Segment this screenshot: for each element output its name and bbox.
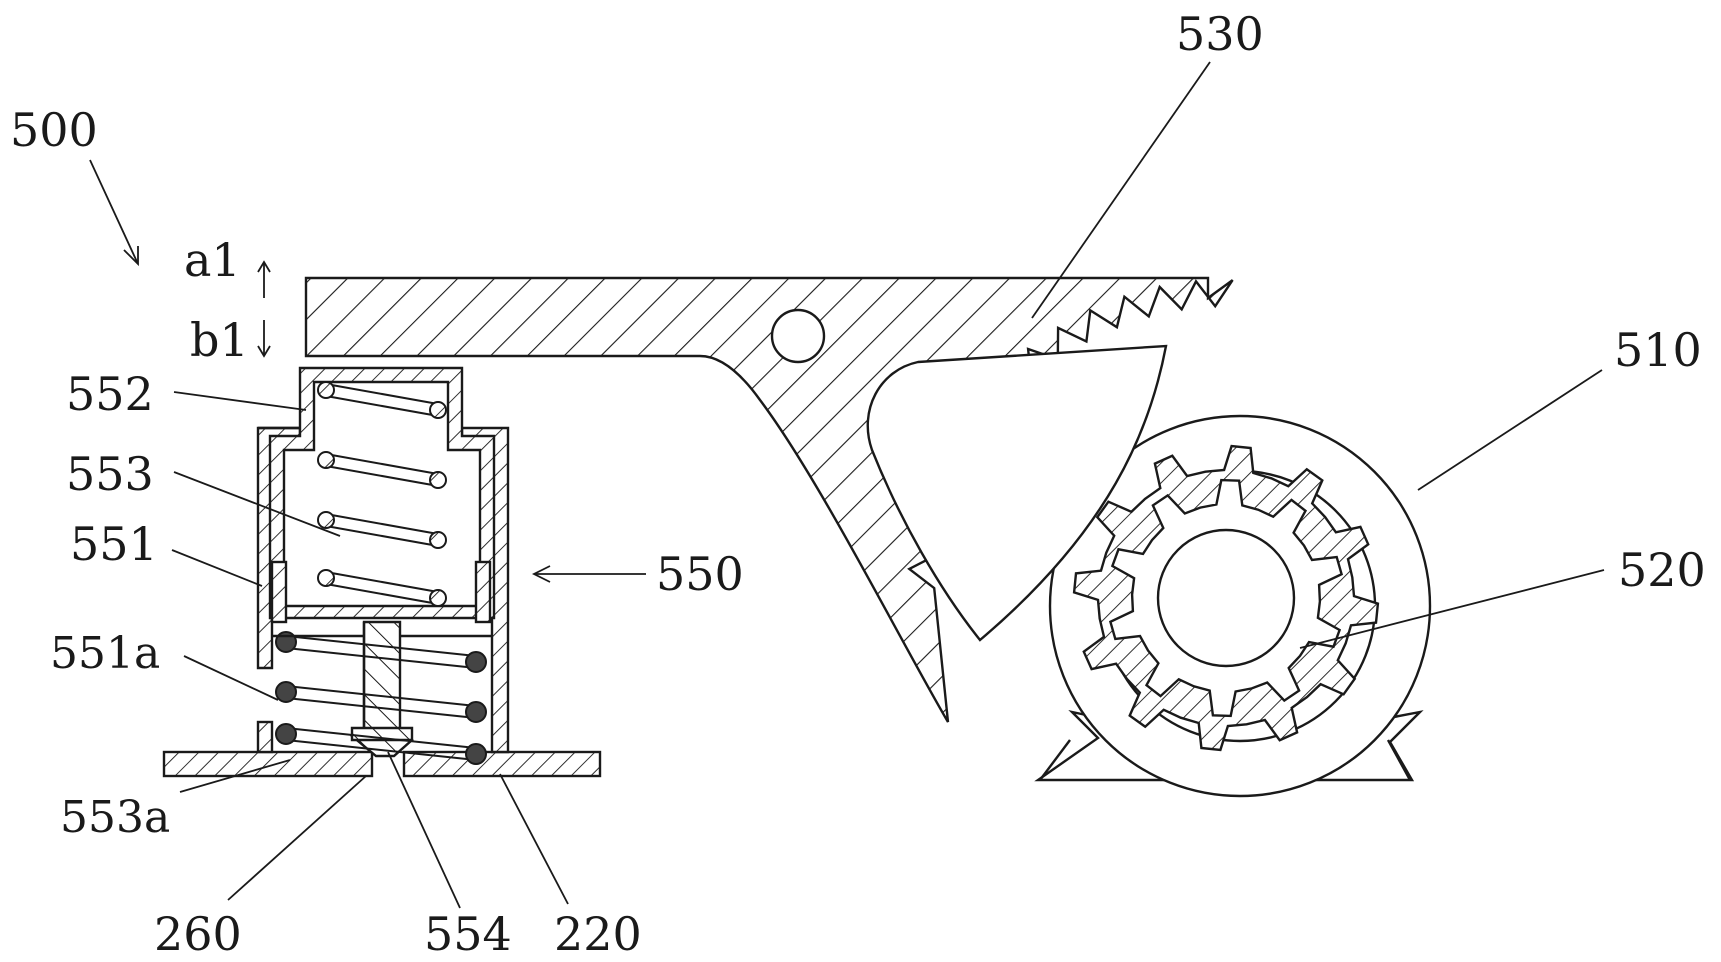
spring-coil-line <box>325 525 439 547</box>
leader-lines <box>89 61 1605 909</box>
spring-coil-section <box>317 569 335 587</box>
spring-coil-section <box>465 651 487 673</box>
label-530: 530 <box>1176 7 1264 61</box>
label-520: 520 <box>1618 543 1706 597</box>
label-500: 500 <box>10 103 98 157</box>
spring-coil-line <box>285 727 477 749</box>
lever <box>304 276 1234 723</box>
spring-coil-section <box>429 401 447 419</box>
label-553a: 553a <box>60 792 170 843</box>
spring-coil-line <box>325 583 439 605</box>
label-552: 552 <box>66 367 154 421</box>
gear <box>1072 444 1380 752</box>
spring-coil-line <box>285 635 477 657</box>
label-220: 220 <box>554 907 642 961</box>
label-551: 551 <box>70 517 158 571</box>
pivot-hole <box>770 308 826 364</box>
buffer-assembly <box>256 366 510 765</box>
spring-coil-section <box>275 681 297 703</box>
spring-coil-line <box>325 465 439 487</box>
spring-coil-line <box>325 383 439 405</box>
spring-coil-line <box>325 513 439 535</box>
spring-coil-section <box>465 743 487 765</box>
label-554: 554 <box>424 907 512 961</box>
spring-coil-section <box>317 511 335 529</box>
direction-arrows <box>257 260 271 358</box>
spring-coil-section <box>465 701 487 723</box>
label-a1: a1 <box>184 233 241 287</box>
spring-coil-section <box>429 471 447 489</box>
spring-coil-line <box>325 395 439 417</box>
base-plate <box>162 750 602 778</box>
spring-coil-line <box>285 647 477 669</box>
spring-coil-section <box>275 723 297 745</box>
spring-coil-line <box>285 685 477 707</box>
motor-shaft <box>1156 528 1296 668</box>
spring-coil-line <box>325 453 439 475</box>
label-553: 553 <box>66 447 154 501</box>
label-260: 260 <box>154 907 242 961</box>
spring-coil-section <box>429 531 447 549</box>
lever-cutout <box>866 344 1168 642</box>
spring-coil-line <box>285 697 477 719</box>
label-551a: 551a <box>50 628 160 679</box>
label-550: 550 <box>656 547 744 601</box>
spring-coil-line <box>285 739 477 761</box>
label-510: 510 <box>1614 323 1702 377</box>
spring-coil-line <box>325 571 439 593</box>
label-b1: b1 <box>190 313 249 367</box>
spring-coil-section <box>429 589 447 607</box>
spring-coil-section <box>317 451 335 469</box>
spring-coil-section <box>317 381 335 399</box>
